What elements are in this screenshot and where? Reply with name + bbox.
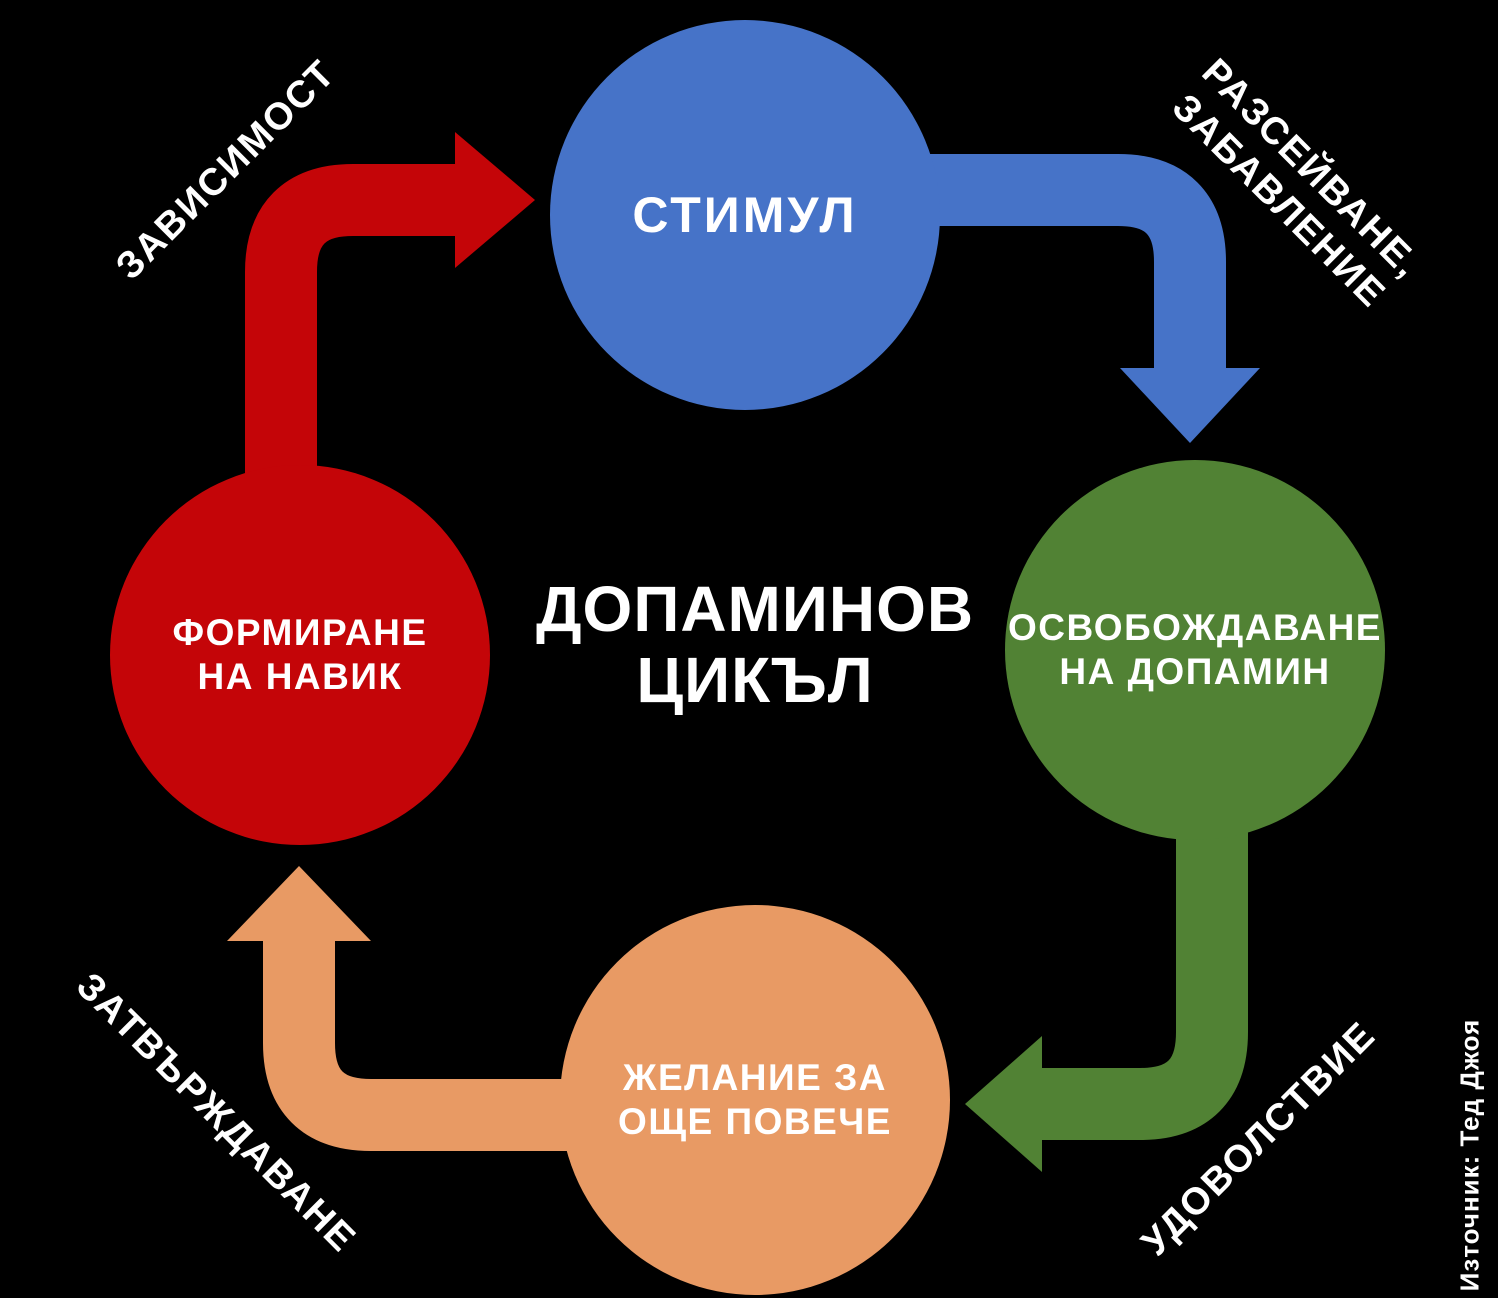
arrow-desire-to-habit (227, 866, 578, 1151)
diagram-title-line2: ЦИКЪЛ (636, 644, 874, 716)
node-stimulus: СТИМУЛ (550, 20, 940, 410)
node-habit-formation-label-line2: НА НАВИК (197, 656, 403, 697)
diagram-title-line1: ДОПАМИНОВ (535, 573, 975, 645)
node-desire-for-more: ЖЕЛАНИЕ ЗА ОЩЕ ПОВЕЧЕ (560, 905, 950, 1295)
node-dopamine-release-label-line2: НА ДОПАМИН (1059, 651, 1331, 692)
node-dopamine-release: ОСВОБОЖДАВАНЕ НА ДОПАМИН (1005, 460, 1385, 840)
arrow-habit-to-stimulus (245, 132, 535, 490)
node-dopamine-release-label-line1: ОСВОБОЖДАВАНЕ (1008, 607, 1382, 648)
node-stimulus-label: СТИМУЛ (632, 187, 858, 243)
attribution-source: Източник: Тед Джоя (1454, 1018, 1485, 1292)
node-desire-for-more-label-line2: ОЩЕ ПОВЕЧЕ (618, 1101, 892, 1142)
diagram-title: ДОПАМИНОВ ЦИКЪЛ (536, 574, 974, 716)
node-desire-for-more-label-line1: ЖЕЛАНИЕ ЗА (623, 1057, 887, 1098)
arrow-stimulus-to-release (925, 154, 1260, 443)
arrow-release-to-desire (965, 822, 1248, 1172)
node-habit-formation: ФОРМИРАНЕ НА НАВИК (110, 465, 490, 845)
node-habit-formation-label-line1: ФОРМИРАНЕ (172, 612, 428, 653)
